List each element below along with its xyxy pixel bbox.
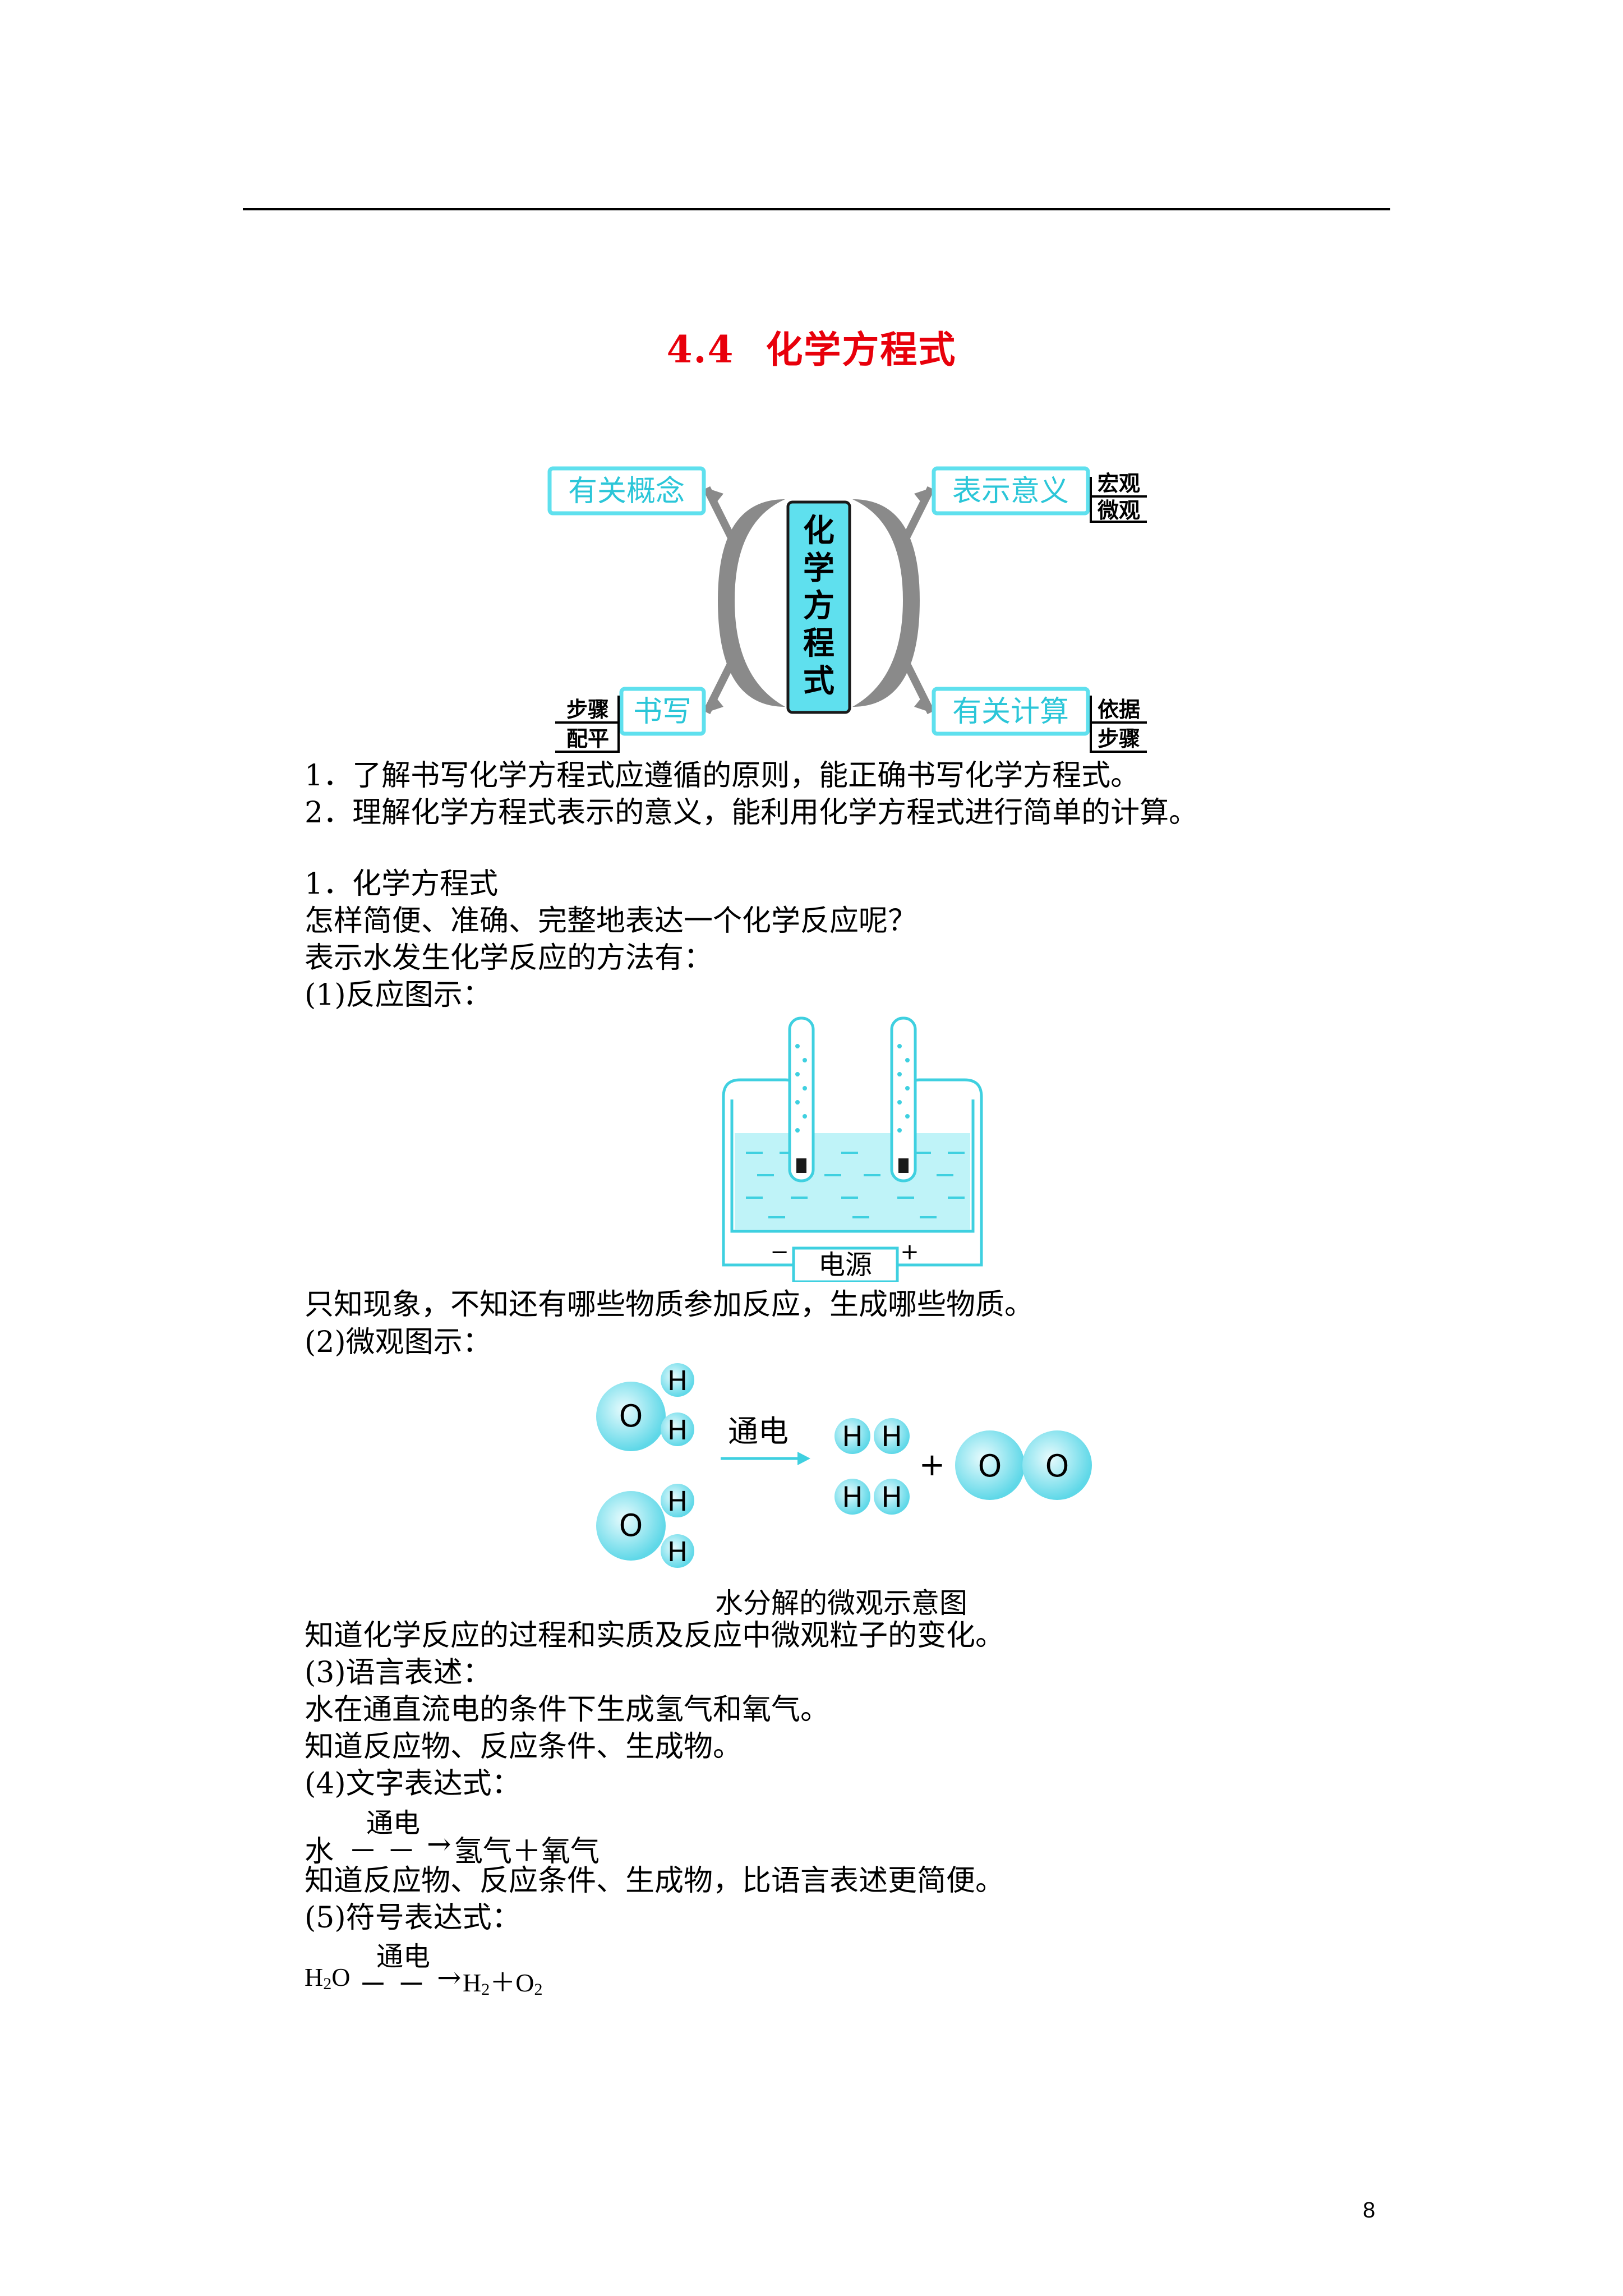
center-char: 化 — [803, 513, 834, 549]
arrow-head-icon — [707, 693, 723, 712]
word-condition: 通电 — [366, 1807, 421, 1839]
sub-micro: 微观 — [1097, 498, 1140, 523]
atom-label: O — [978, 1448, 1002, 1484]
node-calc: 有关计算 — [952, 695, 1069, 729]
center-char: 程 — [803, 625, 834, 662]
method-2-label: (2)微观图示： — [305, 1326, 492, 1359]
word-products: 氢气＋氧气 — [454, 1835, 600, 1869]
minus-sign: − — [770, 1239, 789, 1265]
node-writing: 书写 — [633, 695, 691, 729]
node-box — [547, 466, 706, 516]
center-char: 式 — [803, 663, 834, 700]
objective-1: 1．了解书写化学方程式应遵循的原则，能正确书写化学方程式。 — [305, 759, 1140, 793]
method-4-note: 知道反应物、反应条件、生成物，比语言表述更简便。 — [305, 1864, 1005, 1898]
atom-label: H — [842, 1420, 863, 1453]
atom-label: H — [667, 1486, 688, 1517]
question-1: 怎样简便、准确、完整地表达一个化学反应呢？ — [305, 904, 917, 938]
method-2-note: 知道化学反应的过程和实质及反应中微观粒子的变化。 — [305, 1619, 1005, 1653]
title-number: 4.4 — [666, 328, 735, 371]
arrow-icon: → — [437, 1961, 462, 1995]
page-number: 8 — [1363, 2198, 1376, 2223]
method-3-text: 水在通直流电的条件下生成氢气和氧气。 — [305, 1693, 830, 1727]
method-3-label: (3)语言表述： — [305, 1656, 492, 1690]
concept-map: 化 学 方 程 式 有关概念 书写 表示意义 有关计算 宏观 微观 依据 步骤 … — [547, 466, 1147, 753]
atom-label: H — [667, 1415, 688, 1446]
plus-sign: + — [900, 1239, 919, 1265]
atom-label: H — [667, 1365, 688, 1397]
atom-label: O — [619, 1398, 643, 1434]
title-text: 化学方程式 — [766, 328, 957, 371]
node-meaning: 表示意义 — [952, 475, 1069, 508]
node-concepts: 有关概念 — [568, 475, 685, 508]
sym-condition: 通电 — [376, 1941, 431, 1972]
electrolysis-diagram: 电源 − + — [722, 1016, 983, 1282]
arrow-condition: 通电 — [728, 1414, 789, 1449]
atom-label: H — [667, 1536, 688, 1568]
arc-left — [718, 499, 785, 707]
micro-diagram: O H H O H H 通电 H H H H + O O — [596, 1363, 1092, 1568]
method-3-note: 知道反应物、反应条件、生成物。 — [305, 1730, 743, 1764]
sym-dashes: － － — [358, 1968, 426, 2002]
power-label: 电源 — [818, 1249, 872, 1281]
plus-sign: + — [919, 1447, 946, 1483]
word-dashes: － － — [348, 1835, 416, 1869]
sub-steps-left: 步骤 — [566, 697, 609, 722]
sub-macro: 宏观 — [1098, 471, 1140, 496]
atom-label: H — [881, 1481, 902, 1513]
arc-right — [852, 499, 920, 707]
node-box — [619, 687, 706, 736]
method-4-label: (4)文字表达式： — [305, 1767, 521, 1801]
micro-caption: 水分解的微观示意图 — [715, 1587, 967, 1619]
atom-label: O — [1045, 1448, 1069, 1484]
word-equation: 水 通电 － － → 氢气＋氧气 — [305, 1801, 697, 1869]
sub-balance: 配平 — [566, 726, 609, 751]
arrow-head-icon — [914, 488, 931, 508]
arrow-head-icon — [707, 488, 723, 508]
reaction-arrow-icon — [797, 1452, 810, 1465]
sym-products: H2＋O2 — [463, 1968, 543, 1999]
node-box — [932, 687, 1090, 736]
center-box — [786, 500, 851, 714]
atom-label: O — [619, 1508, 643, 1543]
atom-label: H — [881, 1420, 902, 1453]
node-box — [932, 466, 1090, 516]
atom-label: H — [842, 1481, 863, 1513]
method-1-label: (1)反应图示： — [305, 978, 492, 1012]
arrow-head-icon — [914, 693, 931, 712]
word-reactant: 水 — [305, 1835, 334, 1869]
center-char: 方 — [803, 588, 834, 624]
page-title: 4.4 化学方程式 — [0, 320, 1623, 374]
center-char: 学 — [803, 550, 834, 587]
header-rule — [243, 208, 1390, 210]
section-heading: 1．化学方程式 — [305, 867, 499, 901]
method-5-label: (5)符号表达式： — [305, 1901, 521, 1935]
question-2: 表示水发生化学反应的方法有： — [305, 941, 713, 975]
objective-2: 2．理解化学方程式表示的意义，能利用化学方程式进行简单的计算。 — [305, 796, 1198, 830]
sub-basis: 依据 — [1098, 697, 1140, 722]
arrow-icon: → — [427, 1828, 451, 1861]
method-1-note: 只知现象，不知还有哪些物质参加反应，生成哪些物质。 — [305, 1288, 1034, 1322]
sym-reactant: H2O — [305, 1963, 351, 1993]
sub-steps: 步骤 — [1098, 726, 1140, 751]
symbol-equation: H2O 通电 － － → H2＋O2 — [305, 1934, 697, 2002]
